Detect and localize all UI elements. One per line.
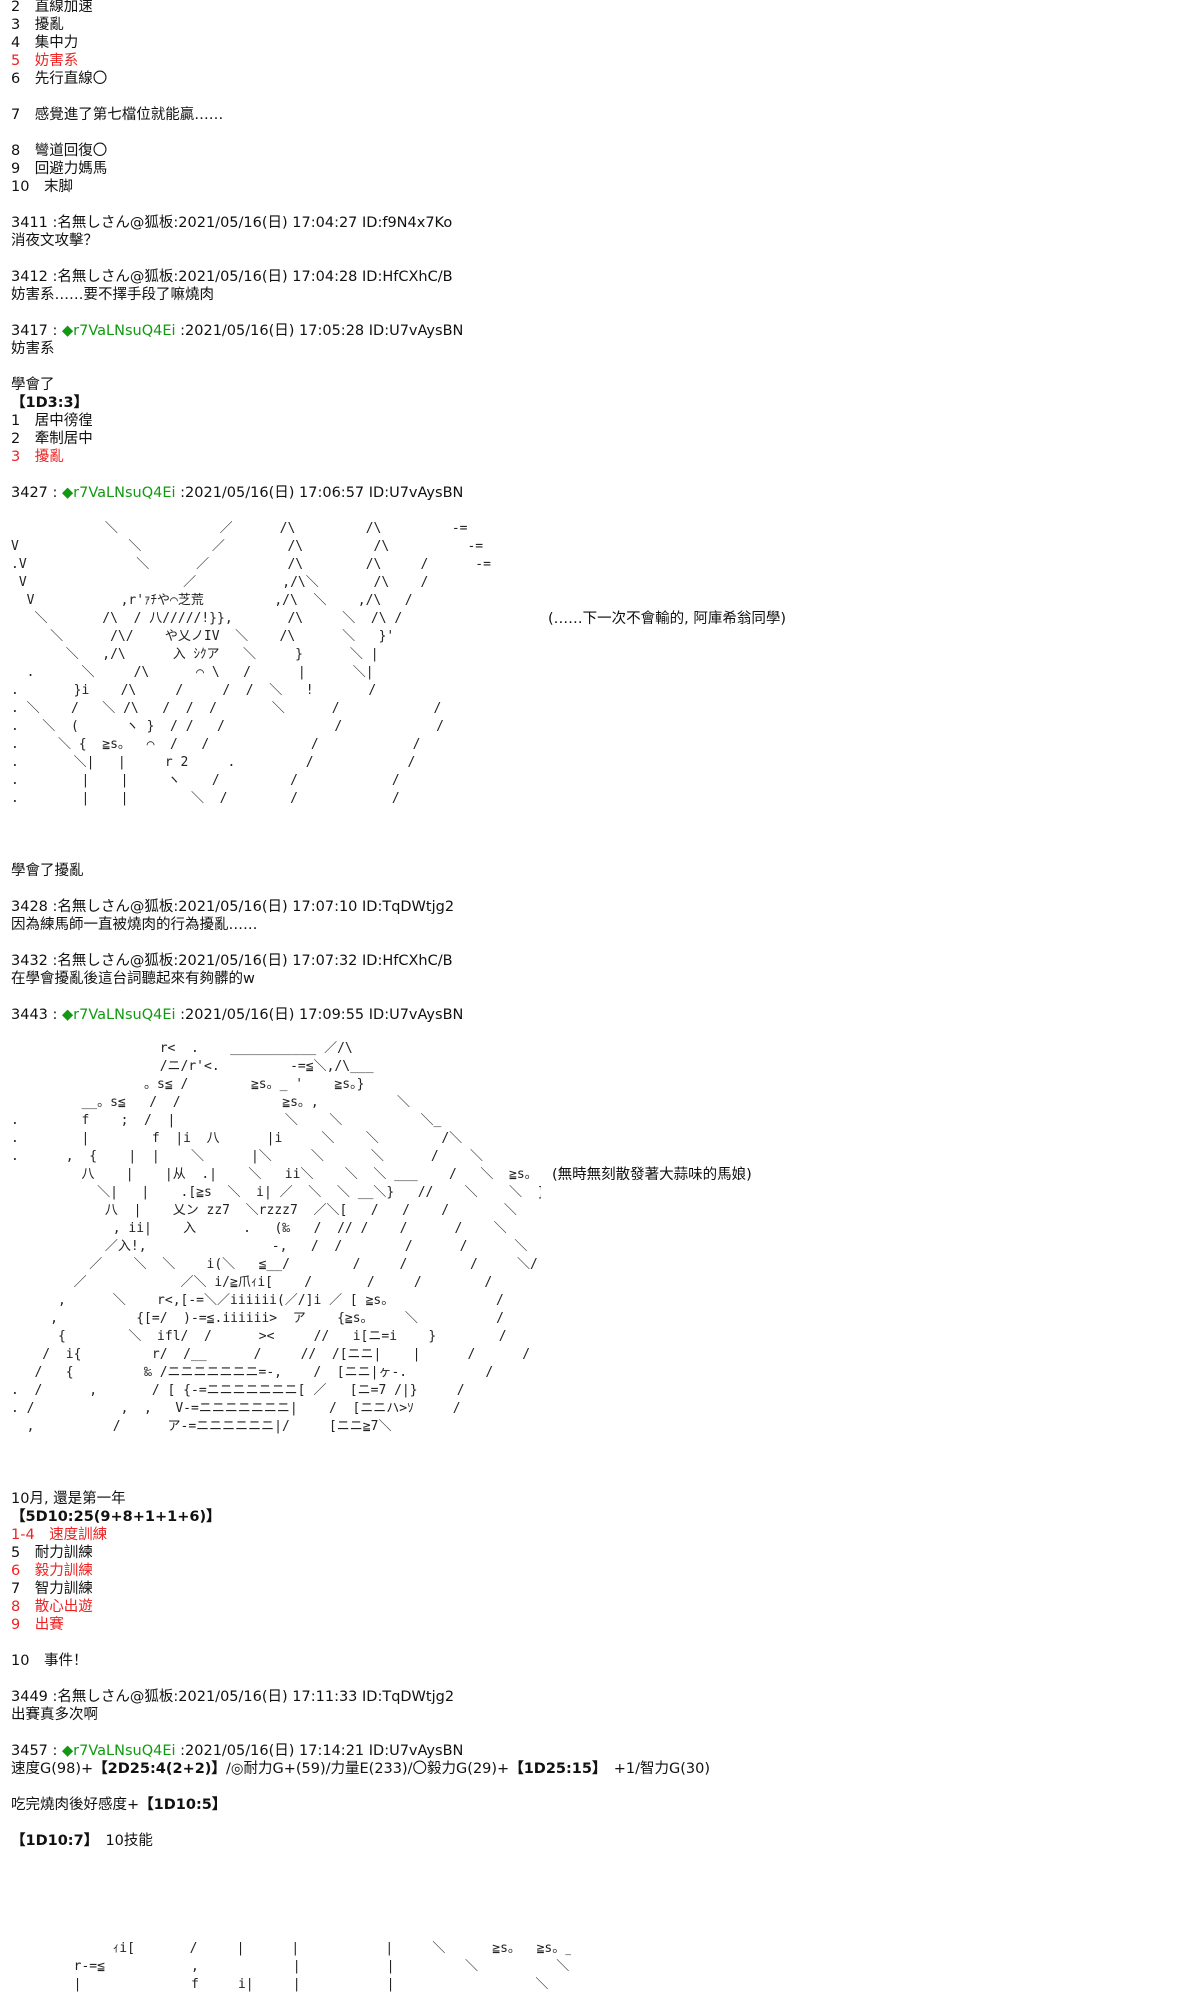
tripcode: ◆r7VaLNsuQ4Ei — [62, 323, 176, 339]
ascii-art-character-3: ｨi[ / | | | ＼ ≧s。 ≧s。_ r-=≦ , | | ＼ ＼ | … — [73, 1941, 571, 1992]
ascii-art-character-2: r< . ___________ ／/\ /ニ/r'<. -=≦＼,/\___ … — [11, 1041, 541, 1434]
list-item: 1 居中徬徨 — [11, 413, 93, 429]
post-number: 3443 : — [11, 1007, 63, 1023]
dice-result: 【2D25:4(2+2)】 — [93, 1761, 226, 1777]
post-header: 3428 :名無しさん@狐板:2021/05/16(日) 17:07:10 ID… — [11, 899, 455, 915]
post-number: 3457 : — [11, 1743, 63, 1759]
list-item: 10 末脚 — [11, 179, 73, 195]
tripcode: ◆r7VaLNsuQ4Ei — [62, 1743, 176, 1759]
post-meta: :2021/05/16(日) 17:05:28 ID:U7vAysBN — [175, 323, 464, 339]
post-header: 3427 : ◆r7VaLNsuQ4Ei :2021/05/16(日) 17:0… — [11, 484, 463, 502]
post-header: 3457 : ◆r7VaLNsuQ4Ei :2021/05/16(日) 17:1… — [11, 1742, 463, 1760]
aside-caption: (……下一次不會輸的, 阿庫希翁同學) — [548, 611, 787, 627]
list-item: 9 出賽 — [11, 1617, 64, 1633]
list-item: 7 智力訓練 — [11, 1581, 93, 1597]
post-number: 3427 : — [11, 485, 63, 501]
dice-result: 【1D10:7】 — [11, 1833, 91, 1849]
skill-text: 10技能 — [90, 1833, 153, 1849]
post-header: 3417 : ◆r7VaLNsuQ4Ei :2021/05/16(日) 17:0… — [11, 322, 463, 340]
list-item: 4 集中力 — [11, 35, 79, 51]
list-item: 2 牽制居中 — [11, 431, 93, 447]
tripcode: ◆r7VaLNsuQ4Ei — [62, 1007, 176, 1023]
stats-line: 速度G(98)+【2D25:4(2+2)】/◎耐力G+(59)/力量E(233)… — [11, 1760, 710, 1778]
post-body: 出賽真多次啊 — [11, 1707, 98, 1723]
list-item: 5 耐力訓練 — [11, 1545, 93, 1561]
post-meta: :2021/05/16(日) 17:09:55 ID:U7vAysBN — [175, 1007, 464, 1023]
stat-others: /◎耐力G+(59)/力量E(233)/〇毅力G(29)+ — [225, 1761, 510, 1777]
post-body: 【1D10:7】 10技能 — [11, 1832, 153, 1850]
dice-result: 【1D10:5】 — [139, 1797, 227, 1813]
list-item: 5 妨害系 — [11, 53, 79, 69]
post-number: 3417 : — [11, 323, 63, 339]
dice-result: 【5D10:25(9+8+1+1+6)】 — [11, 1509, 221, 1525]
post-header: 3411 :名無しさん@狐板:2021/05/16(日) 17:04:27 ID… — [11, 215, 453, 231]
post-header: 3412 :名無しさん@狐板:2021/05/16(日) 17:04:28 ID… — [11, 269, 453, 285]
food-text: 吃完燒肉後好感度+ — [11, 1797, 140, 1813]
ascii-art-character-1: ＼ ／ /\ /\ -= V ＼ ／ /\ /\ -= .V ＼ ／ /\ /\… — [11, 521, 491, 806]
post-body: 因為練馬師一直被燒肉的行為擾亂…… — [11, 917, 258, 933]
list-item: 6 毅力訓練 — [11, 1563, 93, 1579]
stat-intelligence: +1/智力G(30) — [599, 1761, 710, 1777]
post-body: 10月, 還是第一年 — [11, 1491, 126, 1507]
list-item: 3 擾亂 — [11, 17, 64, 33]
post-meta: :2021/05/16(日) 17:14:21 ID:U7vAysBN — [175, 1743, 464, 1759]
list-item: 7 感覺進了第七檔位就能贏…… — [11, 107, 224, 123]
list-item: 8 散心出遊 — [11, 1599, 93, 1615]
post-body: 妨害系……要不擇手段了嘛燒肉 — [11, 287, 214, 303]
post-body: 吃完燒肉後好感度+【1D10:5】 — [11, 1796, 226, 1814]
stat-speed: 速度G(98)+ — [11, 1761, 94, 1777]
post-header: 3449 :名無しさん@狐板:2021/05/16(日) 17:11:33 ID… — [11, 1689, 455, 1705]
post-body: 學會了 — [11, 377, 55, 393]
list-item: 9 回避力媽馬 — [11, 161, 108, 177]
list-item: 3 擾亂 — [11, 449, 64, 465]
aside-caption: (無時無刻散發著大蒜味的馬娘) — [552, 1167, 752, 1183]
post-body: 消夜文攻擊？ — [11, 233, 98, 249]
post-body: 妨害系 — [11, 341, 55, 357]
dice-result: 【1D3:3】 — [11, 395, 89, 411]
post-body: 在學會擾亂後這台詞聽起來有夠髒的w — [11, 971, 255, 987]
list-item: 10 事件！ — [11, 1653, 88, 1669]
list-item: 2 直線加速 — [11, 0, 93, 15]
tripcode: ◆r7VaLNsuQ4Ei — [62, 485, 176, 501]
list-item: 6 先行直線〇 — [11, 71, 108, 87]
list-item: 1-4 速度訓練 — [11, 1527, 108, 1543]
post-body: 學會了擾亂 — [11, 863, 84, 879]
post-header: 3432 :名無しさん@狐板:2021/05/16(日) 17:07:32 ID… — [11, 953, 453, 969]
post-meta: :2021/05/16(日) 17:06:57 ID:U7vAysBN — [175, 485, 464, 501]
dice-result: 【1D25:15】 — [509, 1761, 600, 1777]
post-header: 3443 : ◆r7VaLNsuQ4Ei :2021/05/16(日) 17:0… — [11, 1006, 463, 1024]
list-item: 8 彎道回復〇 — [11, 143, 108, 159]
